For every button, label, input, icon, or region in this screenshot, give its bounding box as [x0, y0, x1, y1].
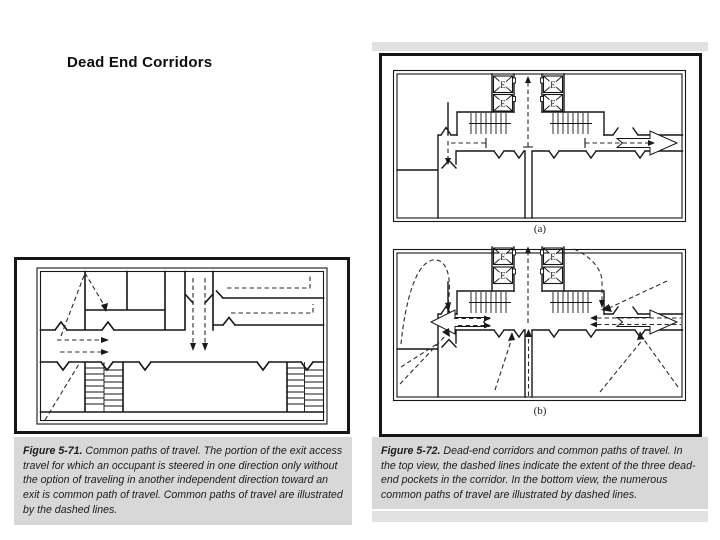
- floor-plan-b-common-paths: E E E E: [392, 246, 687, 402]
- common-path-dashed-lines: [399, 246, 681, 396]
- figure-5-72-caption-text: Dead-end corridors and common paths of t…: [381, 445, 696, 502]
- figure-5-71-caption-text: Common paths of travel. The portion of t…: [23, 445, 343, 516]
- figure-5-72-label: Figure 5-72.: [381, 445, 441, 457]
- plan-border: [392, 69, 687, 223]
- elevator-label: E: [550, 80, 556, 90]
- elevator-label: E: [500, 99, 506, 109]
- stair-enclosures: [456, 290, 605, 315]
- stair-enclosures: [456, 111, 605, 136]
- walls: [396, 102, 684, 219]
- elevator-label: E: [500, 80, 506, 90]
- elevator-label: E: [550, 252, 556, 262]
- plan-border: [36, 267, 328, 425]
- travel-path-dashed-lines: [44, 272, 314, 421]
- exit-arrow-right: [615, 309, 679, 335]
- elevator-label: E: [500, 271, 506, 281]
- figure-5-72-frame: E E E E (a): [379, 53, 702, 437]
- elevator-label: E: [550, 271, 556, 281]
- stairwell-right: [287, 362, 324, 412]
- plan-a-label: (a): [533, 223, 547, 235]
- figure-5-72-caption: Figure 5-72. Dead-end corridors and comm…: [372, 437, 708, 509]
- dead-end-extent-dashed-lines: [445, 76, 655, 165]
- figure-5-71-frame: [14, 257, 350, 434]
- scan-artifact-strip-top: [372, 42, 708, 51]
- figure-5-71-caption: Figure 5-71. Common paths of travel. The…: [14, 437, 352, 525]
- scan-artifact-strip-bottom: [372, 511, 708, 522]
- elevator-banks: E E E E: [491, 246, 565, 292]
- elevator-label: E: [500, 252, 506, 262]
- plan-border: [392, 248, 687, 402]
- floor-plan-a-dead-end-pockets: E E E E: [392, 69, 687, 223]
- figure-5-71-label: Figure 5-71.: [23, 445, 83, 457]
- page-title: Dead End Corridors: [67, 54, 213, 71]
- elevator-banks: E E E E: [491, 73, 565, 113]
- floor-plan-figure-5-71: [36, 267, 328, 425]
- elevator-label: E: [550, 99, 556, 109]
- plan-b-label: (b): [533, 405, 547, 417]
- stairwell-left: [85, 362, 123, 412]
- walls: [39, 270, 325, 413]
